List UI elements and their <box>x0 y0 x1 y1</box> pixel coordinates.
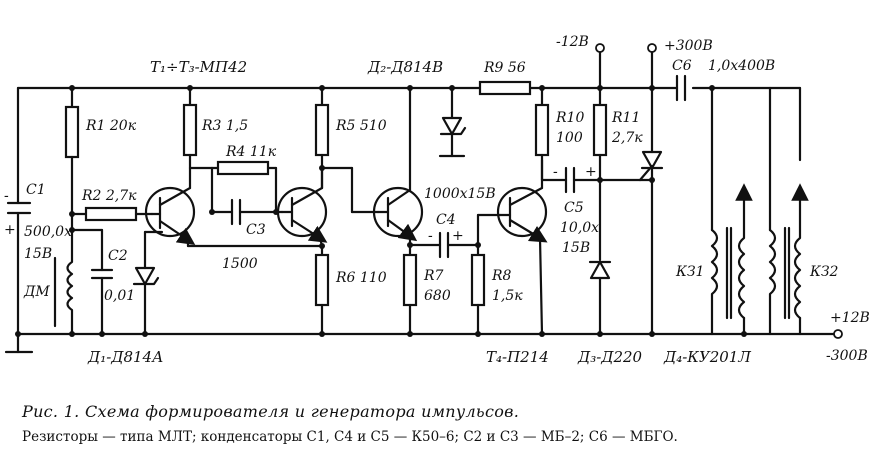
label-minus300: -300В <box>826 348 868 364</box>
label-r2: R2 2,7к <box>81 188 137 204</box>
label-r10-value: 100 <box>556 130 583 146</box>
resistor-r8 <box>470 213 502 336</box>
resistor-r9 <box>478 80 532 96</box>
label-r7-value: 680 <box>424 288 451 304</box>
label-r6: R6 110 <box>335 270 387 286</box>
resistor-r2 <box>70 206 154 222</box>
label-minus-c4: - <box>428 228 433 244</box>
capacitor-c6 <box>675 74 687 102</box>
label-plus300: +300В <box>664 38 713 54</box>
transistor-t2 <box>276 166 328 248</box>
resistor-r3 <box>182 86 214 170</box>
label-c3-value: 1500 <box>222 256 258 272</box>
label-c5: C5 <box>564 200 584 216</box>
label-transistors-type: T₁÷T₃-МП42 <box>150 58 247 76</box>
thyristor-d4 <box>638 86 664 336</box>
label-c1: C1 <box>26 182 46 198</box>
capacitor-c3 <box>210 198 284 226</box>
label-plus-c4: + <box>452 228 464 244</box>
label-c6: C6 <box>672 58 692 74</box>
resistor-r4 <box>210 160 278 214</box>
label-r4: R4 11к <box>225 144 277 160</box>
label-plus-c1: + <box>4 222 16 238</box>
label-r8: R8 <box>491 268 512 284</box>
capacitor-c1 <box>6 86 32 354</box>
transistor-t3 <box>372 86 424 247</box>
label-kz1: КЗ1 <box>675 264 704 280</box>
label-minus12: -12В <box>556 34 589 50</box>
coil-kz2 <box>768 86 809 336</box>
pulse-generator-schematic: T₁÷T₃-МП42 Д₂-Д814В R9 56 -12В +300В C6 … <box>4 34 870 366</box>
junction-dots <box>15 85 747 337</box>
label-plus-c5: + <box>585 164 597 180</box>
label-minus-c1: - <box>4 188 9 204</box>
relay-dm <box>53 228 74 336</box>
label-dm: ДМ <box>23 284 50 300</box>
label-r11: R11 <box>611 110 640 126</box>
terminal-minus12 <box>595 43 605 90</box>
transistor-t1 <box>143 166 324 248</box>
label-d1: Д₁-Д814А <box>87 348 163 366</box>
label-minus-c5: - <box>553 164 558 180</box>
label-d4: Д₄-КУ201Л <box>663 348 751 366</box>
label-t4: T₄-П214 <box>486 348 549 366</box>
label-c2: C2 <box>108 248 128 264</box>
capacitor-c4 <box>438 231 480 259</box>
label-c4: C4 <box>436 212 456 228</box>
label-c3: C3 <box>246 222 266 238</box>
label-r7: R7 <box>423 268 444 284</box>
label-c5-value: 10,0x <box>560 220 599 236</box>
resistor-r5 <box>314 86 380 214</box>
zener-d2 <box>438 86 467 158</box>
label-r3: R3 1,5 <box>201 118 248 134</box>
label-c6-value: 1,0x400В <box>708 58 775 74</box>
label-c1-volt: 15В <box>24 246 52 262</box>
label-r11-value: 2,7к <box>611 130 643 146</box>
figure-caption: Рис. 1. Схема формирователя и генератора… <box>22 402 520 421</box>
label-d2: Д₂-Д814В <box>367 58 443 76</box>
capacitor-c2 <box>70 228 114 336</box>
label-r8-value: 1,5к <box>492 288 523 304</box>
figure-note: Резисторы — типа МЛТ; конденсаторы С1, С… <box>22 429 678 445</box>
transistor-t4 <box>496 158 548 336</box>
resistor-r10 <box>534 86 568 182</box>
diode-d3 <box>588 260 612 336</box>
label-c1-value: 500,0x <box>24 224 72 240</box>
label-kz2: КЗ2 <box>809 264 839 280</box>
terminal-plus12 <box>833 329 843 339</box>
label-c5-volt: 15В <box>562 240 590 256</box>
label-c4-value: 1000x15В <box>424 186 496 202</box>
label-plus12: +12В <box>830 310 870 326</box>
label-r1: R1 20к <box>85 118 137 134</box>
zener-d1 <box>132 230 160 336</box>
label-r9: R9 56 <box>483 60 526 76</box>
coil-kz1 <box>710 86 753 336</box>
terminal-plus300 <box>647 43 657 90</box>
resistor-r1 <box>64 86 80 232</box>
resistor-r6 <box>314 244 330 336</box>
label-c2-value: 0,01 <box>104 288 135 304</box>
label-d3: Д₃-Д220 <box>577 348 643 366</box>
label-r5: R5 510 <box>335 118 387 134</box>
label-r10: R10 <box>555 110 584 126</box>
